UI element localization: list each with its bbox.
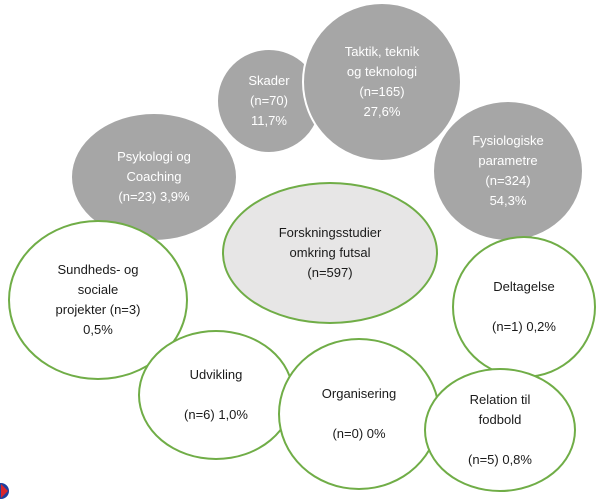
bubble-fysiologiske: Fysiologiske parametre (n=324) 54,3%	[432, 100, 584, 242]
bubble-skader-label: Skader (n=70) 11,7%	[248, 73, 290, 128]
bubble-psykologi-label: Psykologi og Coaching (n=23) 3,9%	[117, 149, 191, 204]
bubble-sundheds-label: Sundheds- og sociale projekter (n=3) 0,5…	[55, 262, 141, 337]
bubble-relation: Relation til fodbold (n=5) 0,8%	[424, 368, 576, 492]
bubble-organisering-label: Organisering (n=0) 0%	[321, 386, 397, 441]
bubble-taktik-label: Taktik, teknik og teknologi (n=165) 27,6…	[344, 44, 420, 119]
corner-logo-icon	[0, 483, 9, 499]
bubble-center-label: Forskningsstudier omkring futsal (n=597)	[278, 225, 382, 280]
bubble-organisering: Organisering (n=0) 0%	[278, 338, 440, 490]
bubble-deltagelse: Deltagelse (n=1) 0,2%	[452, 236, 596, 378]
bubble-center: Forskningsstudier omkring futsal (n=597)	[222, 182, 438, 324]
bubble-relation-label: Relation til fodbold (n=5) 0,8%	[468, 392, 532, 467]
bubble-taktik: Taktik, teknik og teknologi (n=165) 27,6…	[302, 2, 462, 162]
bubble-deltagelse-label: Deltagelse (n=1) 0,2%	[492, 279, 556, 334]
bubble-udvikling-label: Udvikling (n=6) 1,0%	[184, 367, 248, 422]
bubble-fysiologiske-label: Fysiologiske parametre (n=324) 54,3%	[472, 133, 544, 208]
bubble-udvikling: Udvikling (n=6) 1,0%	[138, 330, 294, 460]
